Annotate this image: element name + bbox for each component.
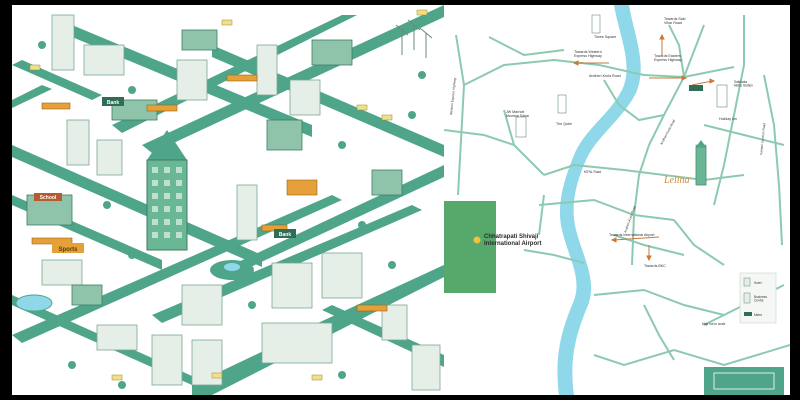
airport-icon	[473, 236, 481, 244]
airport-area	[444, 201, 496, 293]
legend-hotel-label: Hotel	[754, 281, 762, 285]
sign-school: School	[34, 193, 62, 201]
sign-sports-label: Sports	[58, 247, 78, 253]
sign-sports: Sports	[52, 243, 84, 253]
label-kamani-junction: Kamani Junction Road	[759, 123, 766, 156]
legend-hotel: Hotel	[743, 277, 762, 287]
label-mtnl-road: MTNL Road	[584, 170, 601, 174]
wind-turbines	[395, 19, 433, 58]
label-towards-bkc: Towards BKC	[644, 264, 666, 268]
cars	[29, 9, 428, 381]
central-skyscraper	[146, 130, 188, 251]
map-roads	[444, 15, 790, 367]
direction-arrows	[572, 33, 716, 262]
sign-school-label: School	[40, 195, 57, 201]
label-times-square: Times Square	[594, 35, 616, 39]
pool-left	[15, 294, 53, 312]
label-map-not-to-scale: Map not to scale	[702, 322, 726, 326]
label-the-qube: The Qube	[556, 122, 572, 126]
sign-bank-centre: Bank	[274, 229, 296, 238]
sign-bank-left-label: Bank	[107, 100, 119, 106]
brand-logo: Lelina	[663, 175, 690, 186]
label-andheri-kurla-top: Andheri-Kurla Road	[589, 74, 621, 78]
trees	[38, 41, 426, 389]
sign-bank-centre-label: Bank	[279, 232, 291, 238]
metro-icon	[689, 85, 703, 91]
label-towards-international-airport: Towards International Airport	[609, 233, 655, 237]
label-holiday-inn: Holiday Inn	[719, 117, 737, 121]
river	[557, 5, 641, 395]
sports-field	[704, 367, 784, 395]
label-western-express-highway: Western Express Highway	[449, 77, 457, 115]
buildings: Bank Bank Sports School	[15, 9, 441, 391]
legend-metro-label: Metro	[754, 313, 762, 317]
sign-bank-left: Bank	[102, 97, 124, 106]
lelina-tower	[695, 140, 707, 186]
city-illustration: Bank Bank Sports School	[12, 5, 444, 395]
legend-metro: Metro	[744, 312, 762, 317]
